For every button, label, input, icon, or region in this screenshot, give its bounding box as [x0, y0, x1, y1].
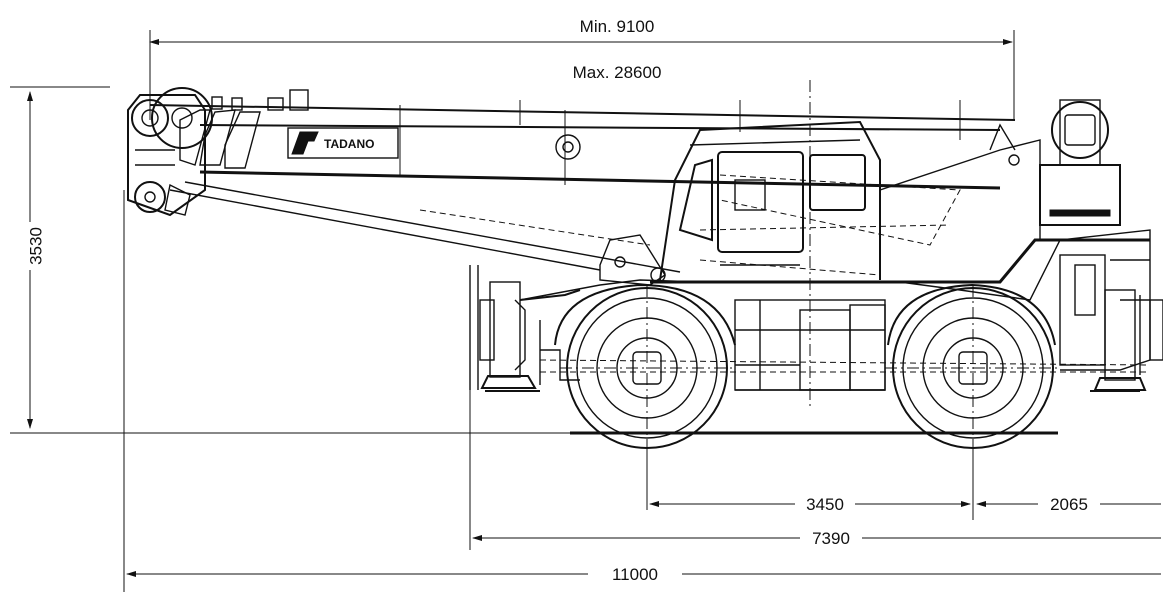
outrigger-span-label: 7390 — [812, 529, 850, 548]
height-label: 3530 — [26, 227, 45, 265]
overall-length-label: 11000 — [612, 565, 658, 584]
dimension-labels: Min. 9100 Max. 28600 3530 3450 2065 7390… — [22, 14, 1100, 586]
superstructure — [599, 80, 1150, 410]
boom: TADANO — [149, 89, 1016, 273]
carrier — [519, 229, 1151, 391]
boom-head — [127, 87, 213, 217]
rear-overhang-label: 2065 — [1050, 495, 1088, 514]
boom-max-label: Max. 28600 — [573, 63, 662, 82]
front-outrigger — [469, 265, 541, 390]
tadano-logo-text: TADANO — [324, 137, 374, 151]
front-wheel — [560, 285, 735, 450]
rear-wheel — [885, 285, 1060, 450]
boom-min-label: Min. 9100 — [580, 17, 655, 36]
wheelbase-label: 3450 — [806, 495, 844, 514]
rear-outrigger — [1093, 289, 1163, 391]
dimension-lines — [10, 30, 1161, 592]
